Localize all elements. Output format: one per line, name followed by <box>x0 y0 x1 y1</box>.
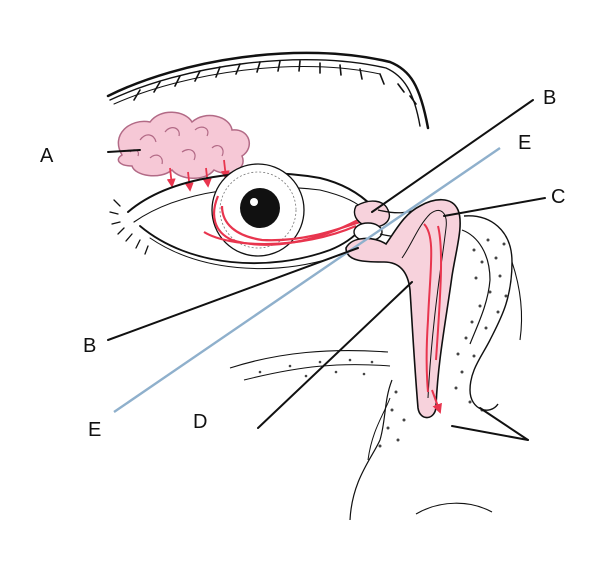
puncta-canaliculi <box>353 200 421 242</box>
label-B-lower: B <box>83 335 97 357</box>
lacrimal-gland <box>117 111 251 179</box>
leader-D <box>257 281 413 429</box>
tear-flow-lines <box>203 195 361 246</box>
nasal-bones <box>229 215 523 521</box>
label-E-upper: E <box>518 132 532 154</box>
blue-reference-line-E <box>113 147 501 413</box>
label-B-upper: B <box>543 87 557 109</box>
leader-A <box>107 149 141 153</box>
leader-F-2 <box>479 407 529 441</box>
label-A: A <box>40 145 54 167</box>
eyebrow <box>106 51 430 130</box>
eye <box>109 172 373 270</box>
iris <box>211 163 305 257</box>
label-C: C <box>551 186 566 208</box>
leader-B-upper <box>371 99 534 213</box>
duct-flow-lines <box>423 223 443 414</box>
label-E-lower: E <box>88 419 102 441</box>
pupil <box>240 188 280 228</box>
leader-C <box>443 197 546 217</box>
label-D: D <box>193 411 208 433</box>
leader-F-1 <box>451 425 529 441</box>
leader-B-lower <box>107 247 359 341</box>
leader-lines <box>107 99 546 441</box>
